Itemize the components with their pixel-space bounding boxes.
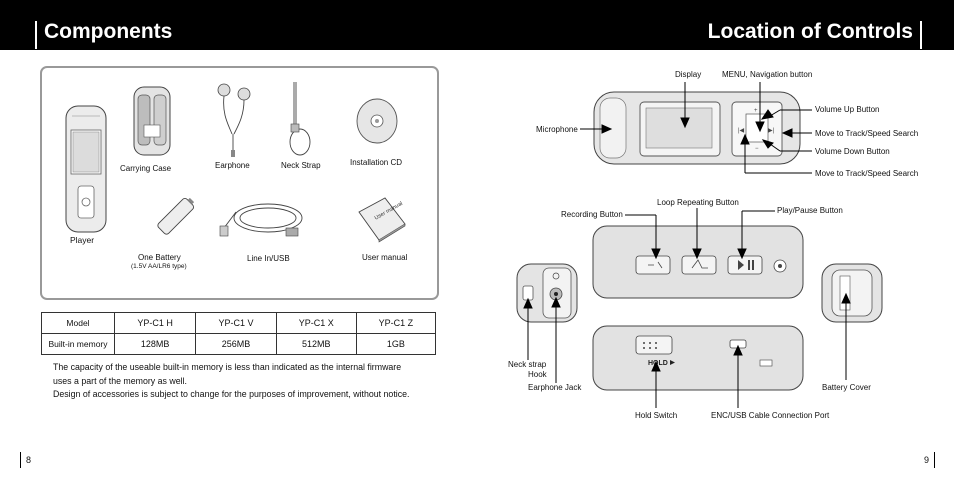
- header-left-bar: [35, 21, 37, 49]
- memory-spec-table: Model YP-C1 H YP-C1 V YP-C1 X YP-C1 Z Bu…: [41, 312, 437, 355]
- hold-switch-label: Hold Switch: [635, 411, 678, 420]
- menu-navigation-label: MENU, Navigation button: [722, 70, 813, 79]
- footer-left-rule: [20, 452, 21, 468]
- display-label: Display: [675, 70, 702, 79]
- volume-down-label: Volume Down Button: [815, 147, 890, 156]
- device-right-end-view: [821, 263, 883, 323]
- neck-strap-hook-label-line2: Hook: [528, 370, 547, 379]
- earphone-label: Earphone: [215, 161, 250, 170]
- enc-usb-port-label: ENC/USB Cable Connection Port: [711, 411, 830, 420]
- move-track-label-2: Move to Track/Speed Search: [815, 169, 919, 178]
- carrying-case-illustration: [133, 86, 171, 156]
- recording-button-label: Recording Button: [561, 210, 623, 219]
- neck-strap-hook-label-line1: Neck strap: [508, 360, 547, 369]
- table-cell: 128MB: [113, 333, 197, 355]
- player-illustration: [65, 105, 107, 233]
- user-manual-illustration: User manual: [358, 197, 406, 243]
- table-row: Built-in memory 128MB 256MB 512MB 1GB: [41, 333, 437, 355]
- components-title: Components: [44, 20, 173, 43]
- loop-repeating-label: Loop Repeating Button: [657, 198, 739, 207]
- table-cell: 256MB: [195, 333, 277, 355]
- location-of-controls-title: Location of Controls: [707, 20, 913, 43]
- battery-cover-label: Battery Cover: [822, 383, 871, 392]
- device-side-view: [592, 225, 804, 299]
- device-left-end-view: [516, 263, 578, 323]
- line-in-usb-label: Line In/USB: [247, 254, 290, 263]
- carrying-case-label: Carrying Case: [120, 164, 172, 173]
- move-track-label-1: Move to Track/Speed Search: [815, 129, 919, 138]
- svg-text:+: +: [754, 108, 758, 114]
- installation-cd-label: Installation CD: [350, 158, 403, 167]
- line-in-usb-illustration: [219, 203, 303, 237]
- capacity-note-line1: The capacity of the useable built-in mem…: [53, 362, 402, 372]
- earphone-jack-label: Earphone Jack: [528, 383, 582, 392]
- hold-text: HOLD: [648, 360, 668, 367]
- svg-text:|◀: |◀: [738, 128, 745, 134]
- volume-up-label: Volume Up Button: [815, 105, 880, 114]
- earphone-illustration: [217, 83, 251, 157]
- footer-right-rule: [934, 452, 935, 468]
- table-cell: 1GB: [355, 333, 437, 355]
- table-header-row: Model YP-C1 H YP-C1 V YP-C1 X YP-C1 Z: [41, 312, 437, 334]
- neck-strap-illustration: [289, 82, 311, 156]
- svg-text:▶|: ▶|: [768, 128, 775, 134]
- microphone-label: Microphone: [536, 125, 578, 134]
- device-bottom-view: HOLD: [592, 325, 804, 391]
- installation-cd-illustration: [356, 98, 398, 144]
- capacity-note-line2: uses a part of the memory as well.: [53, 376, 187, 386]
- page-number-right: 9: [924, 455, 930, 465]
- table-cell: 512MB: [275, 333, 357, 355]
- user-manual-label: User manual: [362, 253, 408, 262]
- page-number-left: 8: [26, 455, 32, 465]
- battery-illustration: [157, 197, 195, 235]
- battery-type-label: (1.5V AA/LR6 type): [131, 263, 187, 270]
- player-label: Player: [70, 235, 95, 245]
- svg-text:−: −: [755, 146, 759, 152]
- table-cell: Built-in memory: [41, 333, 115, 355]
- one-battery-label: One Battery: [138, 253, 181, 262]
- design-note: Design of accessories is subject to chan…: [53, 389, 410, 399]
- play-pause-label: Play/Pause Button: [777, 206, 843, 215]
- page-header: Components Location of Controls: [0, 0, 954, 50]
- neck-strap-label: Neck Strap: [281, 161, 321, 170]
- device-top-view: |◀ ▶| + −: [593, 91, 801, 165]
- header-right-bar: [920, 21, 922, 49]
